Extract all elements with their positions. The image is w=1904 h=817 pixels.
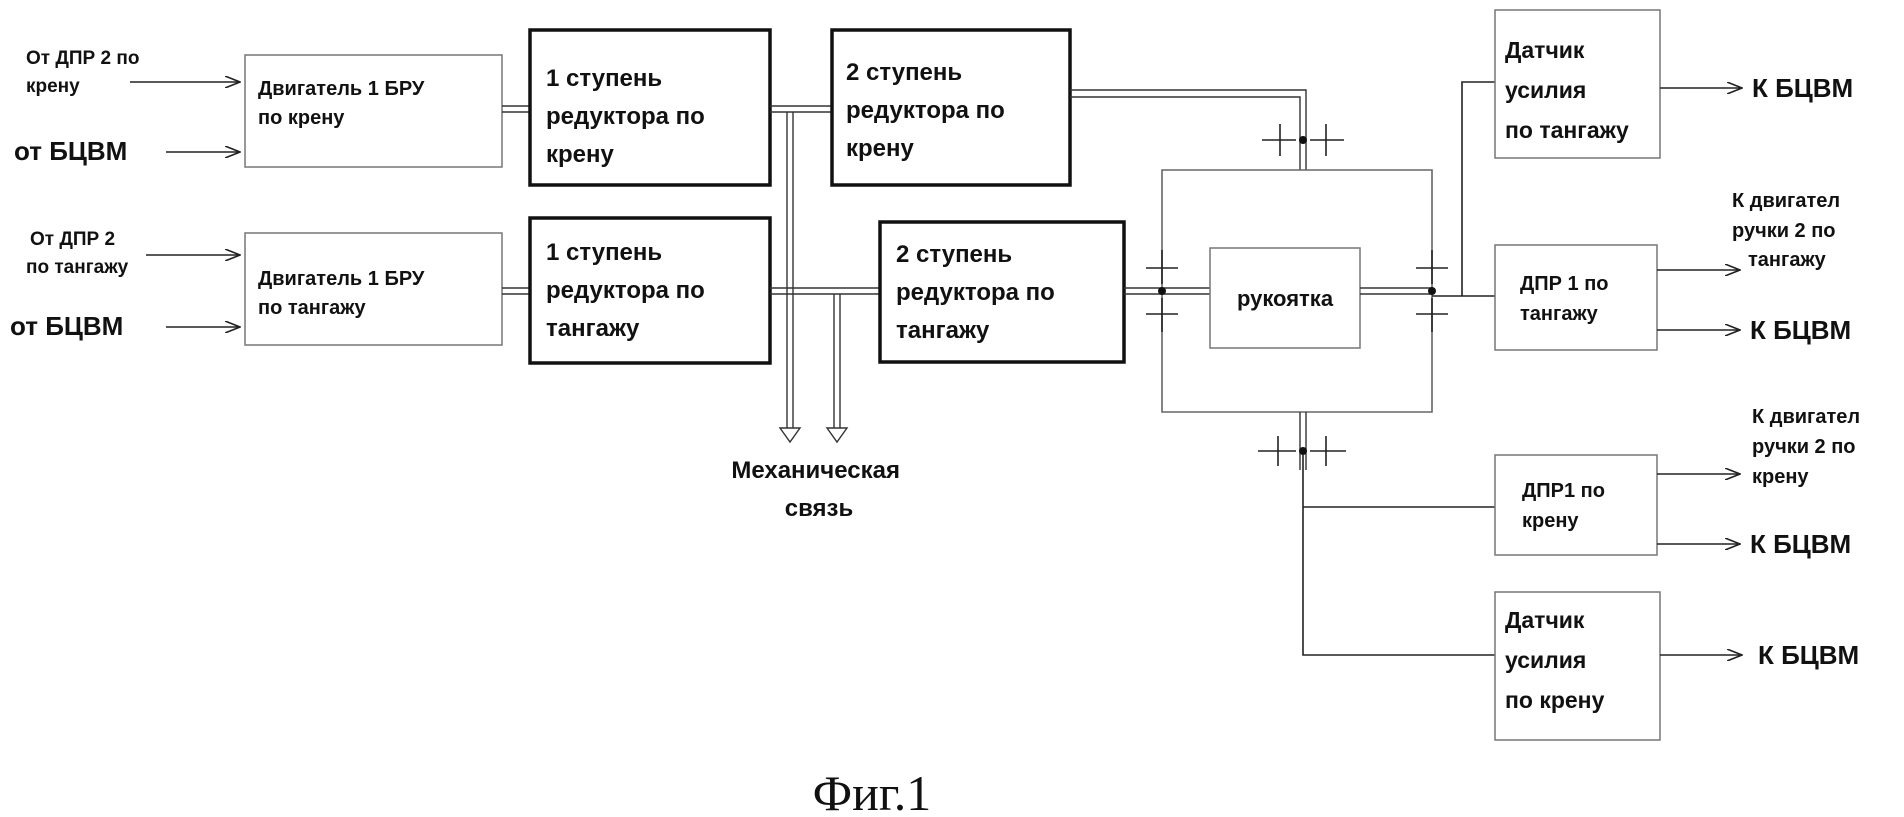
motor-roll-block (244, 54, 503, 168)
link-handle-force-pitch (1461, 81, 1495, 296)
dpr1-pitch-label: ДПР 1 по тангажу (1520, 273, 1614, 325)
gear1-pitch-block (528, 216, 772, 365)
motor-roll-label: Двигатель 1 БРУ по крену (258, 78, 430, 129)
coupling-left (1146, 250, 1178, 332)
gear1-roll-label: 1 ступень редуктора по крену (546, 65, 712, 168)
shaft-gear2-roll-to-handle (1070, 89, 1307, 170)
dpr1-roll-label: ДПР1 по крену (1522, 480, 1611, 532)
link-handle-force-roll (1302, 455, 1495, 656)
dpr1-roll-block (1494, 454, 1658, 556)
gear2-roll-block (830, 28, 1072, 187)
input-pitch-bcvm-label: от БЦВМ (10, 311, 123, 341)
handle-block (1209, 247, 1361, 349)
shaft-handle-bottom (1299, 412, 1307, 470)
dpr1-pitch-motor-label: К двигател ручки 2 по тангажу (1732, 190, 1846, 271)
mechanical-link-pitch-shaft (825, 294, 849, 444)
force-sensor-pitch-label: Датчик усилия по тангажу (1505, 37, 1629, 143)
shaft-handle-right (1360, 287, 1432, 295)
force-sensor-pitch-block (1494, 9, 1661, 159)
shaft-gear2-pitch-to-handle (1124, 287, 1210, 295)
dpr1-roll-bcvm-label: К БЦВМ (1750, 529, 1851, 559)
gear1-roll-block (528, 28, 772, 187)
motor-pitch-block (244, 232, 503, 346)
shaft-gear1-gear2-roll (770, 105, 832, 113)
shaft-gear1-gear2-pitch (770, 287, 880, 295)
input-roll-dpr-label: От ДПР 2 по крену (26, 48, 145, 97)
coupling-top (1262, 124, 1344, 156)
handle-label: рукоятка (1237, 286, 1334, 311)
input-roll-bcvm-label: от БЦВМ (14, 136, 127, 166)
dpr1-roll-motor-label: К двигател ручки 2 по крену (1752, 406, 1866, 488)
shaft-motor-gear1-pitch (502, 287, 530, 295)
mechanical-link-label: Механическая связь (731, 457, 906, 522)
motor-pitch-label: Двигатель 1 БРУ по тангажу (258, 268, 430, 319)
input-pitch-dpr-label: От ДПР 2 по тангажу (26, 229, 129, 278)
force-roll-out-label: К БЦВМ (1758, 640, 1859, 670)
figure-caption: Фиг.1 (813, 765, 932, 817)
mechanical-link-roll-shaft (778, 112, 802, 444)
gear1-pitch-label: 1 ступень редуктора по тангажу (546, 239, 712, 342)
coupling-bottom (1258, 436, 1346, 466)
dpr1-pitch-block (1494, 244, 1658, 351)
gear2-pitch-label: 2 ступень редуктора по тангажу (896, 241, 1062, 344)
gear2-pitch-block (878, 220, 1126, 364)
force-sensor-roll-label: Датчик усилия по крену (1505, 607, 1605, 713)
gear2-roll-label: 2 ступень редуктора по крену (846, 59, 1012, 162)
force-sensor-roll-block (1494, 591, 1661, 741)
coupling-right (1416, 250, 1448, 332)
dpr1-pitch-bcvm-label: К БЦВМ (1750, 315, 1851, 345)
force-pitch-out-label: К БЦВМ (1752, 73, 1853, 103)
shaft-motor-gear1-roll (502, 105, 530, 113)
